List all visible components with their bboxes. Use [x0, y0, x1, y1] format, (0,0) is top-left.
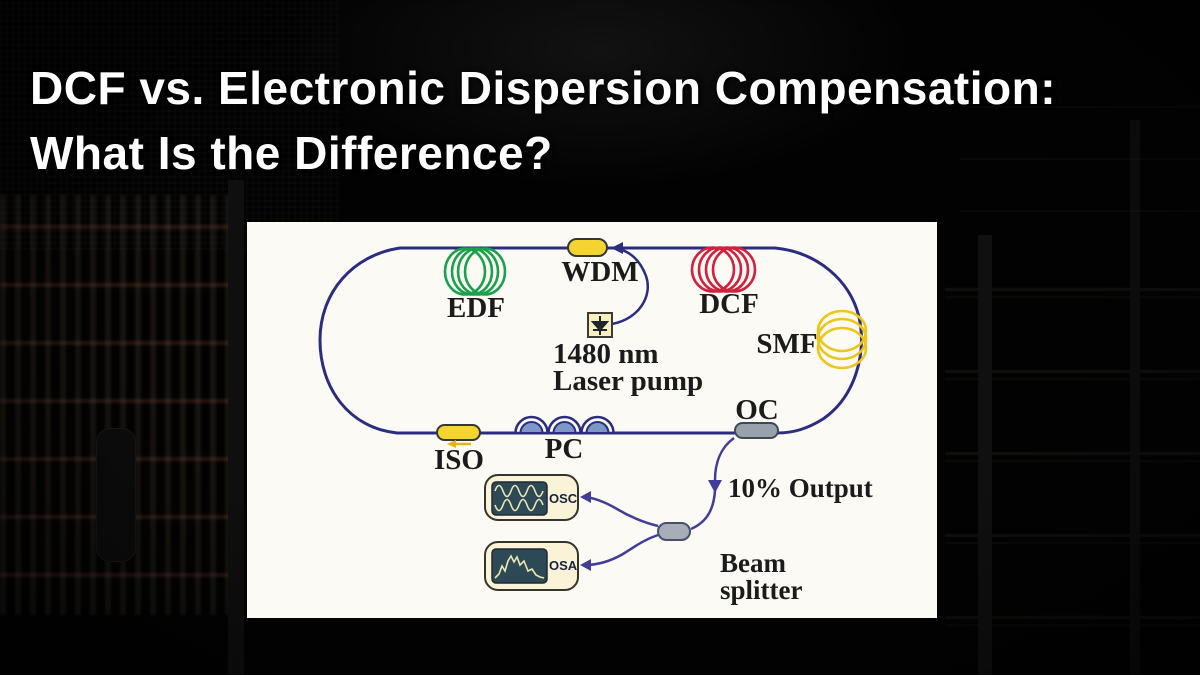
iso-icon: [436, 424, 481, 441]
osc-arrow-icon: [580, 491, 591, 503]
pump-fiber: [611, 247, 649, 326]
osa-spectrum-icon: [494, 554, 545, 579]
output-arrow-icon: [708, 480, 722, 493]
output-fiber: [584, 436, 735, 567]
osc-label: OSC: [549, 491, 578, 506]
background-left-server-rack: [0, 195, 235, 615]
background-left-rack-frame: [228, 180, 244, 675]
background-right-server-rack: [945, 250, 1200, 675]
iso-direction-arrow-icon: [447, 440, 471, 448]
dcf-coil-icon: [690, 246, 757, 293]
output-label: 10% Output: [728, 473, 873, 503]
pc-label: PC: [545, 433, 584, 465]
dcf-label: DCF: [699, 288, 759, 320]
beam-splitter-label-line1: Beam: [720, 548, 786, 578]
beam-splitter-icon: [657, 522, 691, 541]
osc-instrument: OSC: [484, 474, 579, 521]
pc-icon: [514, 415, 615, 435]
edf-label: EDF: [447, 292, 505, 324]
wdm-icon: [567, 238, 608, 257]
iso-label: ISO: [434, 444, 484, 476]
title-line-2: What Is the Difference?: [30, 127, 553, 179]
osc-waveform-icon: [494, 484, 544, 512]
osa-instrument: OSA: [484, 541, 579, 591]
smf-coil-icon: [816, 309, 868, 370]
fiber-loop: [318, 246, 863, 435]
beam-splitter-label-line2: splitter: [720, 575, 802, 605]
edf-coil-icon: [443, 247, 507, 296]
background-rack-door-handle: [96, 428, 136, 562]
page-title: DCF vs. Electronic Dispersion Compensati…: [30, 56, 1056, 186]
osc-screen: [491, 481, 548, 516]
background-right-rack-frame-outer: [1130, 120, 1140, 675]
pump-label-line1: 1480 nm: [553, 338, 659, 370]
background-right-rack-frame: [978, 235, 992, 675]
osa-label: OSA: [549, 558, 578, 573]
oc-label: OC: [735, 394, 779, 426]
smf-label: SMF: [756, 328, 817, 360]
title-line-1: DCF vs. Electronic Dispersion Compensati…: [30, 62, 1057, 114]
wdm-arrow-icon: [611, 242, 623, 254]
wdm-label: WDM: [561, 256, 638, 288]
diagram-panel: EDF DCF SMF WDM: [247, 222, 937, 618]
osa-screen: [491, 548, 548, 584]
oc-icon: [734, 422, 779, 439]
osa-arrow-icon: [580, 559, 591, 571]
fiber-laser-diagram: EDF DCF SMF WDM: [318, 238, 873, 605]
pump-label-line2: Laser pump: [553, 365, 703, 397]
laser-diode-symbol-icon: [590, 316, 610, 335]
